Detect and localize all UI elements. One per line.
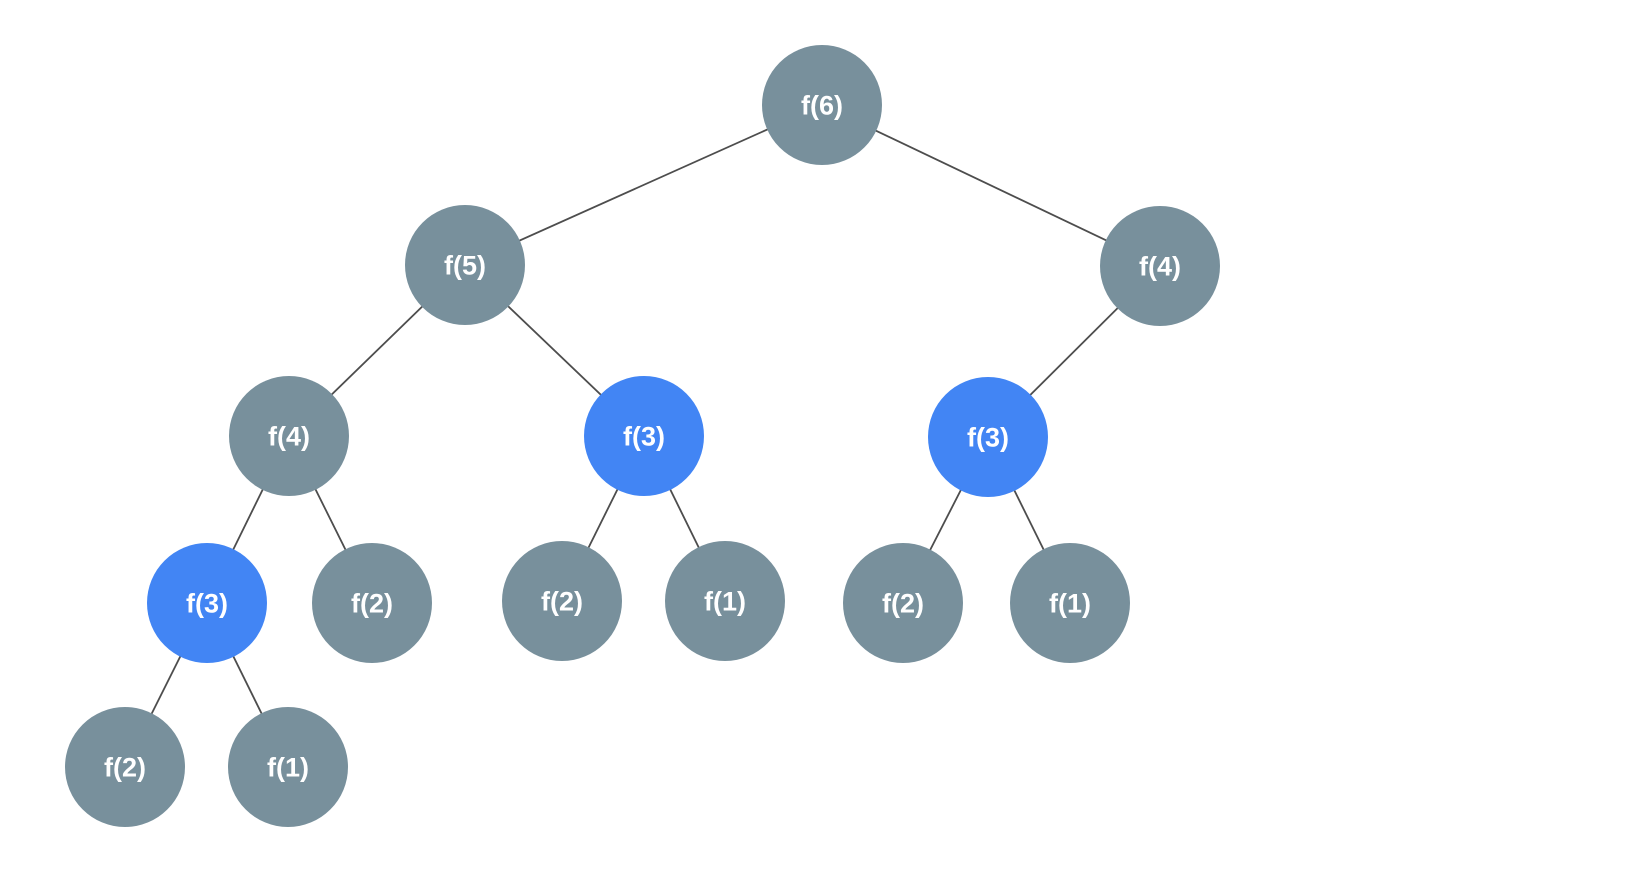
- tree-node-label: f(2): [882, 588, 924, 618]
- tree-node-circle: [665, 541, 785, 661]
- tree-node: f(4): [1100, 206, 1220, 326]
- tree-node-label: f(4): [1139, 251, 1181, 281]
- nodes-layer: f(6) f(5) f(4) f(4) f(3) f(3) f(3) f(2) f(2) f(1)…: [65, 45, 1220, 827]
- tree-node: f(3): [584, 376, 704, 496]
- tree-node-label: f(1): [1049, 588, 1091, 618]
- tree-node-circle: [1100, 206, 1220, 326]
- tree-node-circle: [228, 707, 348, 827]
- tree-node-label: f(1): [267, 752, 309, 782]
- tree-node-circle-highlighted: [147, 543, 267, 663]
- tree-node-circle-highlighted: [928, 377, 1048, 497]
- tree-node-circle: [312, 543, 432, 663]
- tree-node-circle: [843, 543, 963, 663]
- tree-node-label: f(4): [268, 421, 310, 451]
- tree-node: f(1): [665, 541, 785, 661]
- tree-node-circle: [229, 376, 349, 496]
- tree-node-label: f(3): [967, 422, 1009, 452]
- tree-node-label: f(5): [444, 250, 486, 280]
- tree-node-label: f(1): [704, 586, 746, 616]
- tree-node-circle: [405, 205, 525, 325]
- tree-node: f(2): [312, 543, 432, 663]
- tree-node: f(2): [502, 541, 622, 661]
- tree-node-label: f(2): [541, 586, 583, 616]
- tree-node: f(1): [228, 707, 348, 827]
- tree-node-circle: [1010, 543, 1130, 663]
- tree-node: f(2): [65, 707, 185, 827]
- tree-node-circle: [502, 541, 622, 661]
- tree-node-label: f(3): [623, 421, 665, 451]
- tree-node: f(6): [762, 45, 882, 165]
- tree-node: f(5): [405, 205, 525, 325]
- tree-node-circle: [65, 707, 185, 827]
- tree-node: f(3): [928, 377, 1048, 497]
- tree-node: f(4): [229, 376, 349, 496]
- tree-edge: [464, 104, 823, 266]
- tree-node: f(3): [147, 543, 267, 663]
- tree-node-circle-highlighted: [584, 376, 704, 496]
- tree-node-label: f(2): [351, 588, 393, 618]
- tree-node: f(2): [843, 543, 963, 663]
- tree-edge: [821, 104, 1161, 267]
- tree-node-circle: [762, 45, 882, 165]
- tree-node-label: f(6): [801, 90, 843, 120]
- tree-node: f(1): [1010, 543, 1130, 663]
- tree-node-label: f(2): [104, 752, 146, 782]
- tree-node-label: f(3): [186, 588, 228, 618]
